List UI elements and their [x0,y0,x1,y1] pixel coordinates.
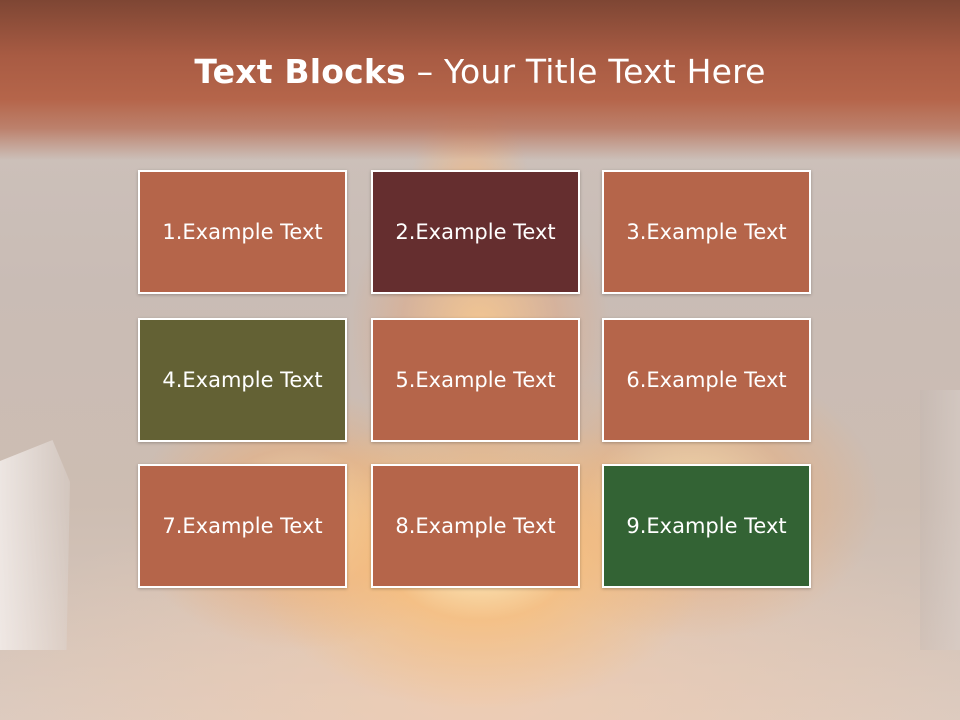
text-block-4: 4.Example Text [138,318,347,442]
text-block-7: 7.Example Text [138,464,347,588]
slide-title-separator: – [405,52,444,91]
text-block-6: 6.Example Text [602,318,811,442]
slide-title: Text Blocks – Your Title Text Here [0,52,960,91]
text-block-5: 5.Example Text [371,318,580,442]
text-block-9: 9.Example Text [602,464,811,588]
slide-title-bold: Text Blocks [194,52,406,91]
text-block-1: 1.Example Text [138,170,347,294]
text-block-8: 8.Example Text [371,464,580,588]
text-block-2: 2.Example Text [371,170,580,294]
slide-title-rest: Your Title Text Here [443,52,766,91]
text-blocks-grid: 1.Example Text 2.Example Text 3.Example … [138,170,816,594]
background-right-object [920,390,960,650]
background-left-object [0,440,70,650]
title-band [0,0,960,160]
text-block-3: 3.Example Text [602,170,811,294]
